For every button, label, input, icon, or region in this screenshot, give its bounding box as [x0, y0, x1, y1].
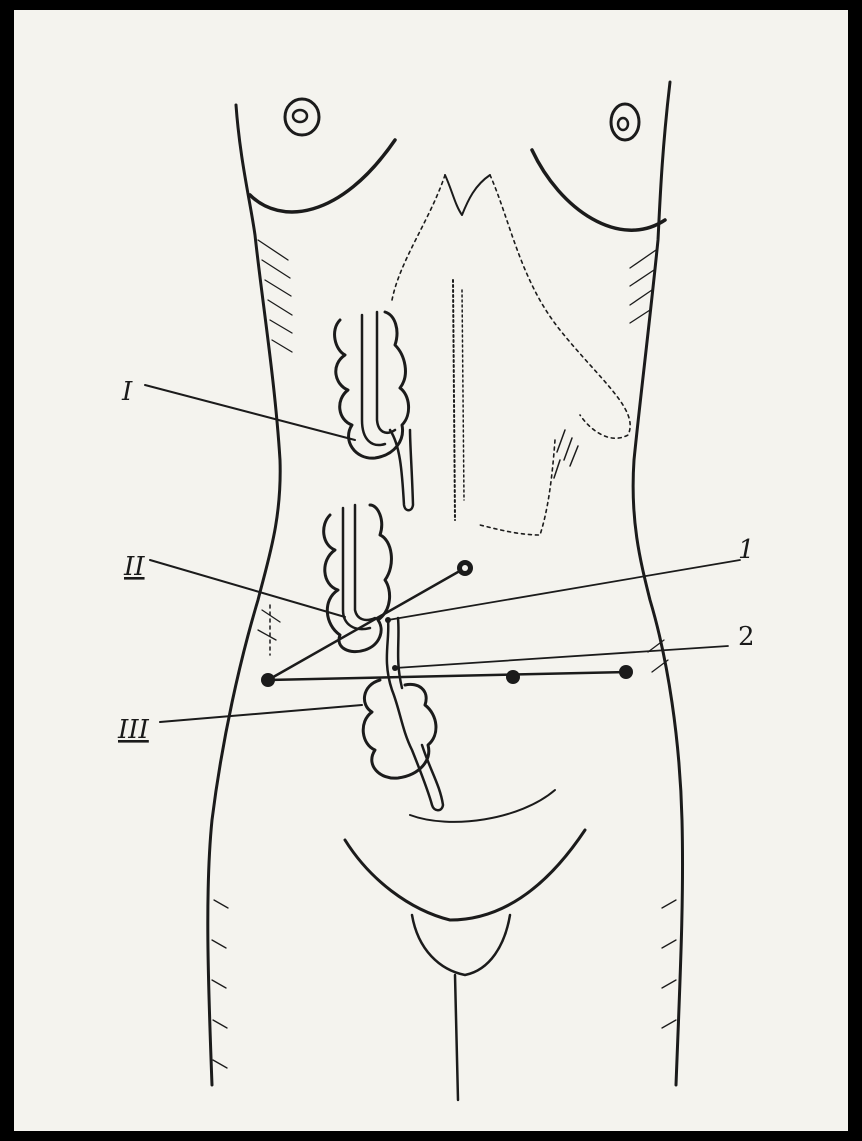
chest	[250, 99, 665, 230]
label-position-I: I	[121, 377, 133, 407]
label-position-III: III	[117, 715, 150, 745]
costal-arch	[392, 175, 630, 535]
pelvis	[345, 790, 585, 1100]
linea-alba-side	[462, 290, 464, 500]
cecum-position-1	[335, 312, 413, 510]
label-line-1: 1	[738, 535, 755, 565]
torso-outline	[208, 82, 683, 1085]
label-position-II: II	[123, 552, 145, 582]
label-line-2: 2	[738, 622, 755, 652]
linea-alba	[453, 280, 455, 520]
cecum-position-3	[363, 618, 443, 810]
reference-lines	[268, 560, 740, 680]
